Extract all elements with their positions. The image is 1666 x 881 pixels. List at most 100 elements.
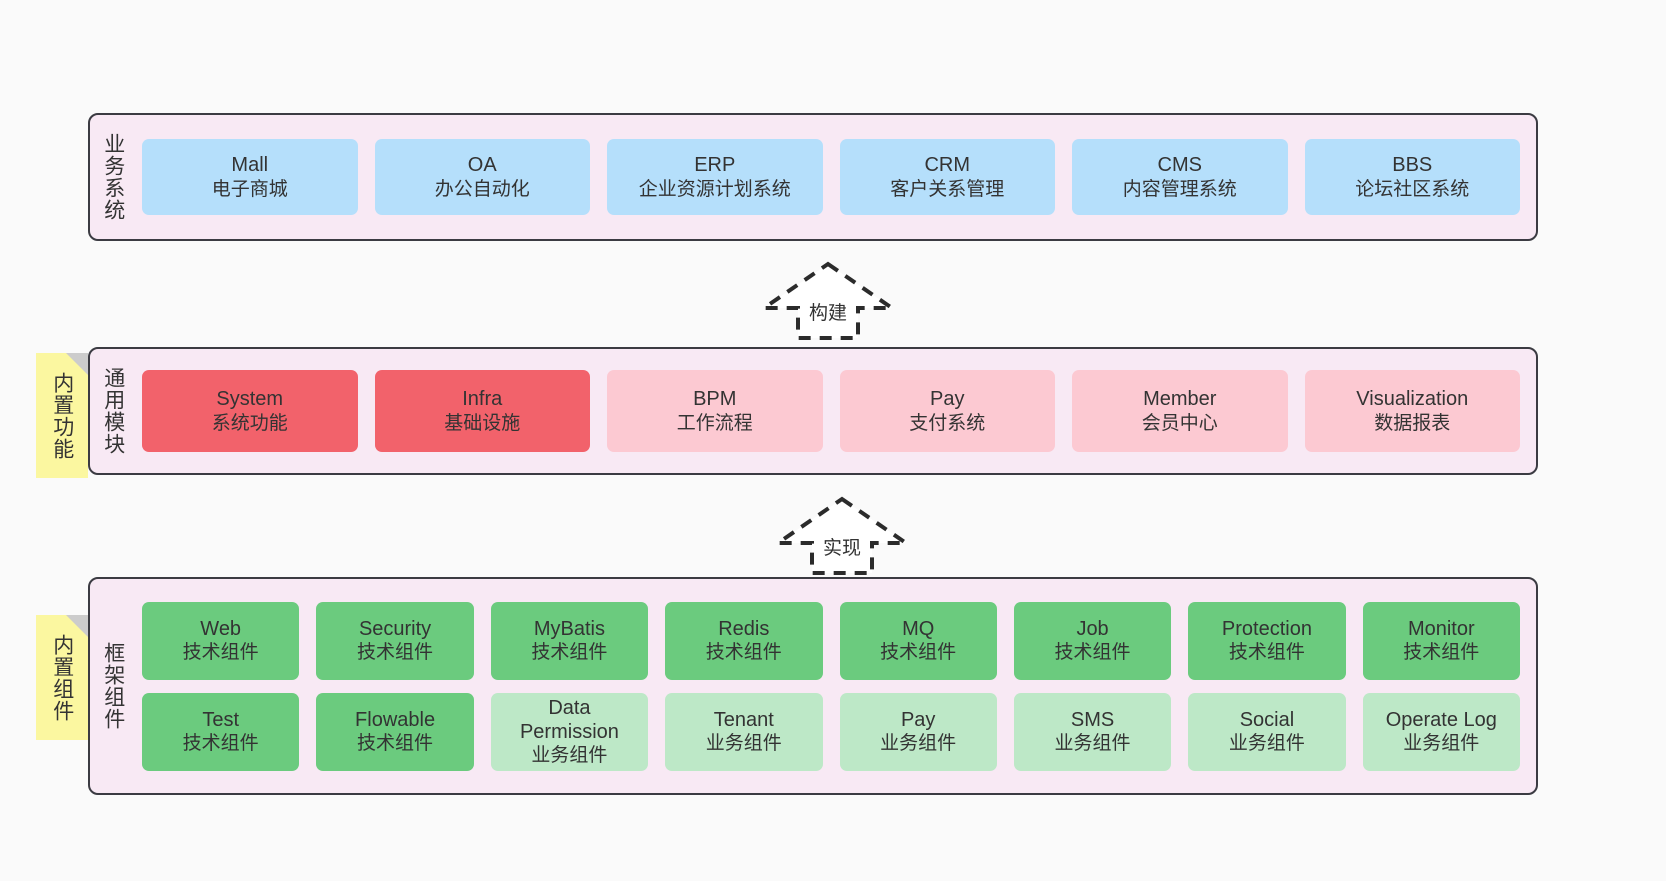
card-bbs[interactable]: BBS 论坛社区系统 (1304, 139, 1520, 215)
card-row: Test 技术组件 Flowable 技术组件 Data Permission … (142, 692, 1520, 771)
sticky-note-label: 内置组件 (50, 633, 74, 722)
card-title: Tenant (713, 708, 774, 731)
card-cms[interactable]: CMS 内容管理系统 (1072, 139, 1288, 215)
card-subtitle: 技术组件 (1228, 642, 1305, 664)
card-title: Job (1076, 617, 1109, 640)
card-title: Monitor (1407, 617, 1475, 640)
layer-body-business-system: Mall 电子商城 OA 办公自动化 ERP 企业资源计划系统 CRM 客户关系… (136, 115, 1536, 239)
card-subtitle: 客户关系管理 (890, 178, 1005, 200)
card-subtitle: 内容管理系统 (1122, 178, 1237, 200)
layer-body-common-module: System 系统功能 Infra 基础设施 BPM 工作流程 Pay 支付系统… (136, 349, 1536, 473)
card-title: Social (1239, 708, 1295, 731)
note-fold-corner (66, 353, 88, 375)
arrow-build-label: 构建 (808, 303, 847, 324)
card-title: Data Permission (519, 696, 619, 743)
card-subtitle: 基础设施 (444, 412, 521, 434)
card-bpm[interactable]: BPM 工作流程 (607, 370, 823, 452)
card-row: Mall 电子商城 OA 办公自动化 ERP 企业资源计划系统 CRM 客户关系… (142, 139, 1520, 215)
card-subtitle: 业务组件 (880, 733, 957, 755)
card-mall[interactable]: Mall 电子商城 (142, 139, 358, 215)
layer-body-framework-component: Web 技术组件 Security 技术组件 MyBatis 技术组件 Redi… (136, 579, 1536, 793)
card-protection[interactable]: Protection 技术组件 (1188, 601, 1346, 680)
card-subtitle: 技术组件 (357, 733, 434, 755)
arrow-implement: 实现 (772, 495, 912, 577)
card-crm[interactable]: CRM 客户关系管理 (839, 139, 1055, 215)
card-title: Infra (462, 388, 503, 411)
card-subtitle: 论坛社区系统 (1355, 178, 1470, 200)
arrow-build-shape (758, 261, 898, 340)
card-web[interactable]: Web 技术组件 (142, 601, 300, 680)
card-mybatis[interactable]: MyBatis 技术组件 (490, 601, 649, 680)
card-subtitle: 技术组件 (1054, 642, 1131, 664)
card-redis[interactable]: Redis 技术组件 (665, 601, 823, 680)
layer-title-business-system: 业务系统 (101, 133, 125, 221)
card-title: Web (200, 617, 242, 640)
card-tenant[interactable]: Tenant 业务组件 (665, 692, 823, 771)
card-title: Pay (900, 708, 936, 731)
card-title: MyBatis (533, 617, 605, 640)
card-subtitle: 数据报表 (1374, 412, 1451, 434)
card-subtitle: 业务组件 (705, 733, 782, 755)
card-data-permission[interactable]: Data Permission 业务组件 (490, 692, 649, 771)
card-title: OA (467, 154, 497, 177)
card-title: Flowable (355, 708, 436, 731)
card-row: Web 技术组件 Security 技术组件 MyBatis 技术组件 Redi… (142, 601, 1520, 680)
layer-common-module: 通用模块 System 系统功能 Infra 基础设施 BPM 工作流程 Pay… (88, 347, 1538, 475)
card-title: ERP (694, 154, 736, 177)
card-subtitle: 业务组件 (1403, 733, 1480, 755)
card-test[interactable]: Test 技术组件 (142, 692, 300, 771)
card-system[interactable]: System 系统功能 (142, 370, 358, 452)
card-mq[interactable]: MQ 技术组件 (839, 601, 997, 680)
card-monitor[interactable]: Monitor 技术组件 (1362, 601, 1520, 680)
card-visualization[interactable]: Visualization 数据报表 (1304, 370, 1520, 452)
card-subtitle: 办公自动化 (434, 178, 530, 200)
card-infra[interactable]: Infra 基础设施 (374, 370, 590, 452)
card-pay[interactable]: Pay 支付系统 (839, 370, 1055, 452)
layer-business-system: 业务系统 Mall 电子商城 OA 办公自动化 ERP 企业资源计划系统 CRM… (88, 113, 1538, 241)
card-subtitle: 企业资源计划系统 (638, 178, 791, 200)
card-subtitle: 技术组件 (705, 642, 782, 664)
card-subtitle: 业务组件 (1054, 733, 1131, 755)
note-fold-corner (66, 615, 88, 637)
card-sms[interactable]: SMS 业务组件 (1013, 692, 1172, 771)
card-pay-business[interactable]: Pay 业务组件 (839, 692, 997, 771)
card-title: Operate Log (1385, 708, 1497, 731)
card-oa[interactable]: OA 办公自动化 (374, 139, 590, 215)
card-social[interactable]: Social 业务组件 (1188, 692, 1346, 771)
card-title: SMS (1070, 708, 1115, 731)
card-title: BPM (693, 388, 737, 411)
card-subtitle: 业务组件 (1228, 733, 1305, 755)
card-subtitle: 技术组件 (880, 642, 957, 664)
card-subtitle: 技术组件 (1403, 642, 1480, 664)
card-subtitle: 系统功能 (211, 412, 288, 434)
card-subtitle: 技术组件 (182, 733, 259, 755)
card-subtitle: 技术组件 (531, 642, 608, 664)
arrow-build: 构建 (758, 260, 898, 342)
card-title: System (216, 388, 284, 411)
card-subtitle: 工作流程 (676, 412, 753, 434)
card-subtitle: 技术组件 (357, 642, 434, 664)
layer-title-common-module: 通用模块 (101, 367, 125, 455)
card-title: Mall (231, 154, 269, 177)
card-security[interactable]: Security 技术组件 (316, 601, 474, 680)
card-subtitle: 业务组件 (531, 745, 608, 767)
card-title: MQ (902, 617, 935, 640)
sticky-note-label: 内置功能 (50, 371, 74, 460)
card-subtitle: 电子商城 (211, 178, 288, 200)
layer-framework-component: 框架组件 Web 技术组件 Security 技术组件 MyBatis 技术组件… (88, 577, 1538, 795)
arrow-implement-shape (772, 496, 912, 575)
card-operate-log[interactable]: Operate Log 业务组件 (1362, 692, 1520, 771)
arrow-implement-label: 实现 (822, 538, 861, 559)
card-title: Protection (1221, 617, 1312, 640)
card-erp[interactable]: ERP 企业资源计划系统 (607, 139, 823, 215)
card-member[interactable]: Member 会员中心 (1072, 370, 1288, 452)
card-title: BBS (1392, 154, 1433, 177)
sticky-note-builtin-function: 内置功能 (36, 353, 88, 478)
card-title: Test (202, 708, 240, 731)
card-flowable[interactable]: Flowable 技术组件 (316, 692, 474, 771)
card-title: CRM (924, 154, 971, 177)
card-title: Visualization (1356, 388, 1469, 411)
card-title: Security (358, 617, 432, 640)
card-job[interactable]: Job 技术组件 (1013, 601, 1172, 680)
